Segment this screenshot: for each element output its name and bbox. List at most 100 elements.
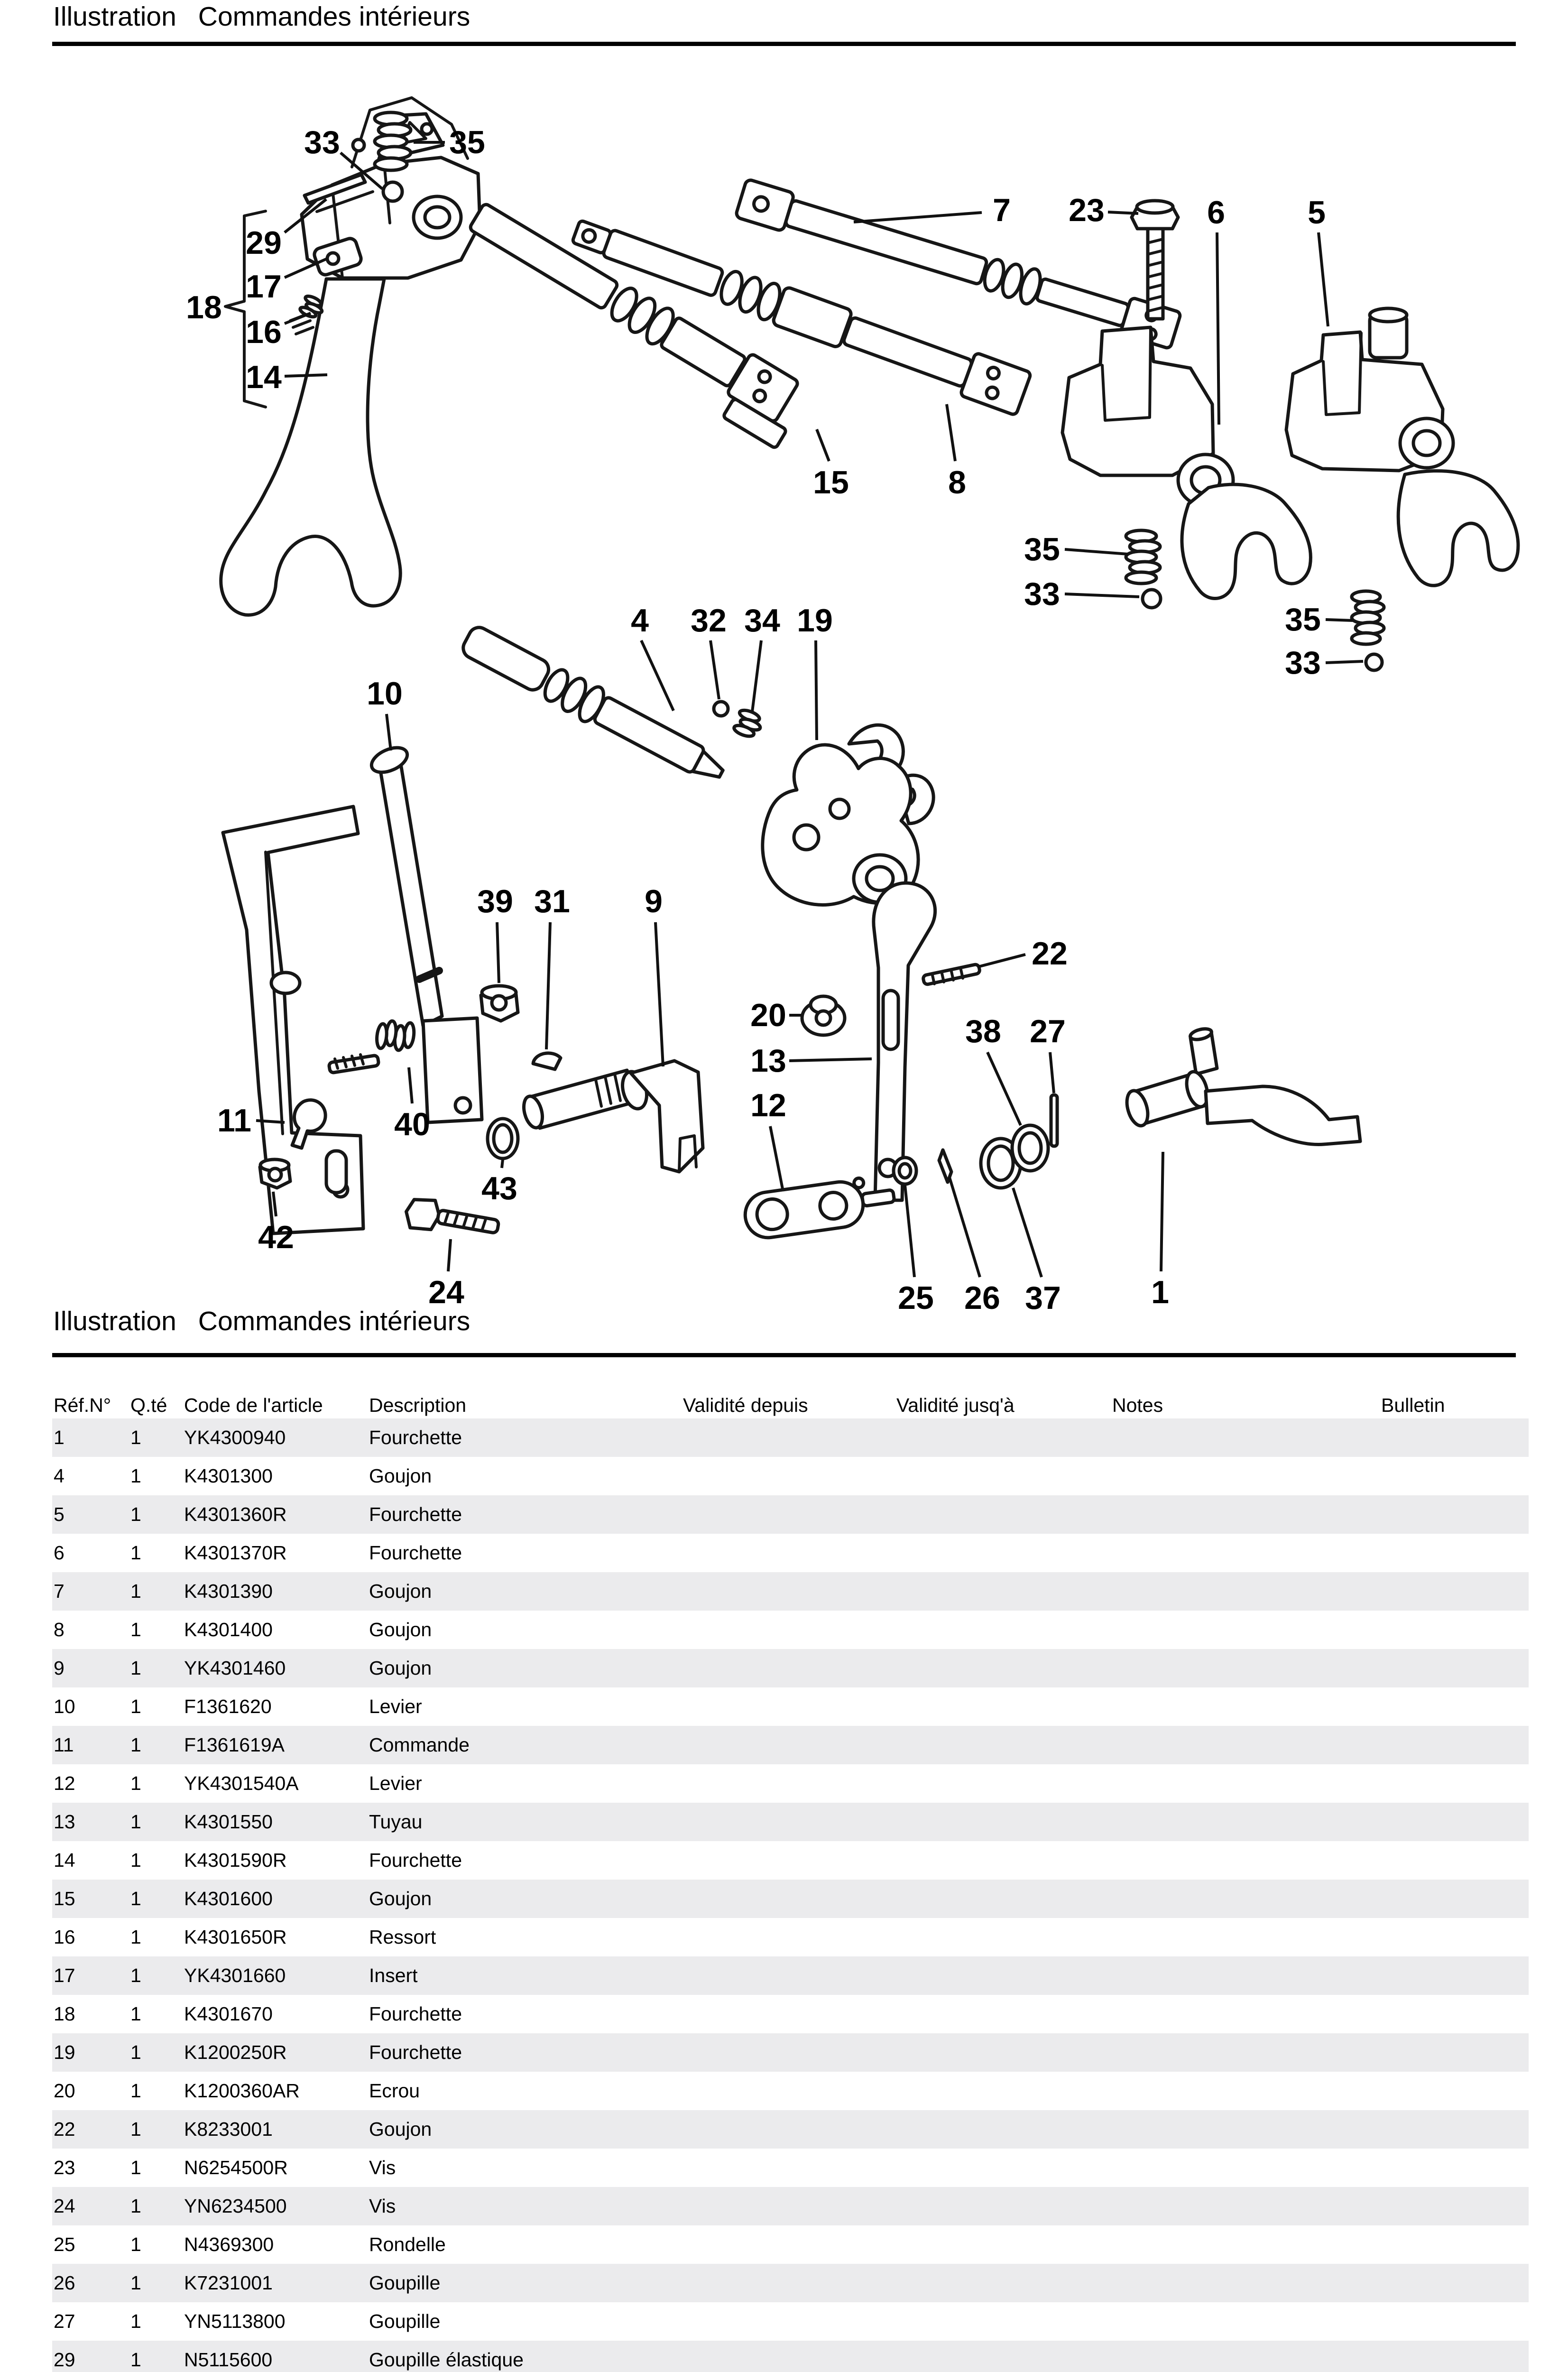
table-cell: Goujon bbox=[369, 1580, 432, 1602]
part-shaft-9 bbox=[522, 1059, 705, 1174]
table-cell: K4301300 bbox=[184, 1465, 273, 1487]
leader-line-34 bbox=[751, 640, 763, 712]
col-header-qty: Q.té bbox=[130, 1394, 167, 1416]
leader-line-33 bbox=[1064, 593, 1140, 598]
leader-line-17 bbox=[284, 257, 328, 279]
table-cell bbox=[1381, 2302, 1529, 2341]
table-cell bbox=[1381, 1841, 1529, 1880]
table-cell: K4301600 bbox=[184, 1888, 273, 1909]
table-cell: 10 bbox=[54, 1696, 75, 1717]
table-cell: 1 bbox=[130, 1580, 141, 1602]
part-rings-37-38 bbox=[979, 1123, 1050, 1190]
table-cell bbox=[683, 2264, 896, 2302]
table-cell: N4369300 bbox=[184, 2233, 274, 2255]
table-cell bbox=[1381, 1649, 1529, 1687]
table-cell: Goupille bbox=[369, 2310, 441, 2332]
table-cell bbox=[1381, 2187, 1529, 2225]
table-cell bbox=[1381, 1457, 1529, 1495]
part-joint-43 bbox=[486, 1117, 520, 1160]
table-cell: Fourchette bbox=[369, 1427, 462, 1448]
table-cell: 29 bbox=[54, 2349, 75, 2371]
part-label-12: 12 bbox=[750, 1087, 786, 1123]
table-cell bbox=[683, 2033, 896, 2072]
part-fork-6 bbox=[1061, 325, 1312, 600]
leader-line-5 bbox=[1317, 232, 1329, 327]
table-cell bbox=[683, 1841, 896, 1880]
table-cell: Goujon bbox=[369, 1619, 432, 1640]
table-cell: K4301400 bbox=[184, 1619, 273, 1640]
table-cell: 1 bbox=[130, 2003, 141, 2025]
table-cell bbox=[1112, 1918, 1381, 1956]
table-cell bbox=[896, 1457, 1112, 1495]
table-cell: K4301670 bbox=[184, 2003, 273, 2025]
table-cell: 14 bbox=[54, 1849, 75, 1871]
table-cell bbox=[1112, 2072, 1381, 2110]
parts-table-header: Réf.N° Q.té Code de l'article Descriptio… bbox=[52, 1385, 1529, 1418]
leader-line-12 bbox=[769, 1126, 784, 1189]
leader-line-8 bbox=[945, 404, 957, 462]
table-cell: 15 bbox=[54, 1888, 75, 1909]
table-cell: K1200360AR bbox=[184, 2080, 300, 2102]
part-rod-15 bbox=[469, 203, 799, 449]
table-cell bbox=[683, 1572, 896, 1611]
table-cell bbox=[896, 2110, 1112, 2149]
part-rod-8 bbox=[571, 219, 1032, 416]
exploded-parts-diagram: 3335291718161472365158353335334323419103… bbox=[186, 96, 1520, 1314]
table-cell bbox=[1112, 1572, 1381, 1611]
part-label-18: 18 bbox=[186, 289, 222, 325]
table-cell: 1 bbox=[130, 1926, 141, 1948]
table-cell: F1361619A bbox=[184, 1734, 285, 1756]
table-cell bbox=[683, 1495, 896, 1534]
part-label-9: 9 bbox=[645, 883, 663, 919]
table-cell bbox=[896, 2302, 1112, 2341]
table-cell bbox=[1381, 2341, 1529, 2372]
col-header-code: Code de l'article bbox=[184, 1394, 323, 1416]
table-cell: 11 bbox=[54, 1734, 74, 1756]
leader-line-35 bbox=[1064, 548, 1128, 556]
table-cell: YK4301540A bbox=[184, 1772, 299, 1794]
table-cell bbox=[1381, 2225, 1529, 2264]
leader-line-13 bbox=[789, 1057, 872, 1062]
table-cell bbox=[1112, 1995, 1381, 2033]
part-rod-4 bbox=[461, 626, 725, 779]
part-label-14: 14 bbox=[246, 359, 282, 395]
detent-ball bbox=[381, 180, 404, 203]
table-cell: K4301650R bbox=[184, 1926, 287, 1948]
table-cell bbox=[1112, 1457, 1381, 1495]
table-cell bbox=[1381, 1880, 1529, 1918]
table-cell: 1 bbox=[130, 1503, 141, 1525]
table-cell bbox=[1112, 1956, 1381, 1995]
table-cell bbox=[683, 1803, 896, 1841]
table-cell: Fourchette bbox=[369, 1542, 462, 1564]
table-cell: 1 bbox=[130, 1964, 141, 1986]
table-cell: 1 bbox=[130, 1811, 141, 1833]
part-fork-14 bbox=[219, 96, 482, 617]
table-cell: K4301390 bbox=[184, 1580, 273, 1602]
table-cell bbox=[1112, 1687, 1381, 1726]
table-cell: Fourchette bbox=[369, 1503, 462, 1525]
part-bolt-24 bbox=[405, 1198, 500, 1234]
table-cell bbox=[683, 2149, 896, 2187]
spring-coil bbox=[375, 1019, 416, 1052]
table-cell bbox=[683, 1687, 896, 1726]
table-cell bbox=[1112, 1418, 1381, 1457]
table-cell bbox=[1381, 1803, 1529, 1841]
part-label-13: 13 bbox=[750, 1043, 786, 1079]
table-cell: 1 bbox=[130, 2349, 141, 2371]
table-cell: Vis bbox=[369, 2195, 396, 2217]
table-cell bbox=[683, 1880, 896, 1918]
part-label-29: 29 bbox=[246, 225, 282, 261]
part-fourchette-1 bbox=[1125, 1027, 1362, 1146]
table-cell: 1 bbox=[130, 2118, 141, 2140]
leader-line-38 bbox=[986, 1051, 1022, 1126]
part-washer-25 bbox=[892, 1156, 918, 1186]
part-label-40: 40 bbox=[394, 1106, 430, 1142]
col-header-bulletin: Bulletin bbox=[1381, 1394, 1445, 1416]
part-lever-10 bbox=[369, 746, 484, 1124]
